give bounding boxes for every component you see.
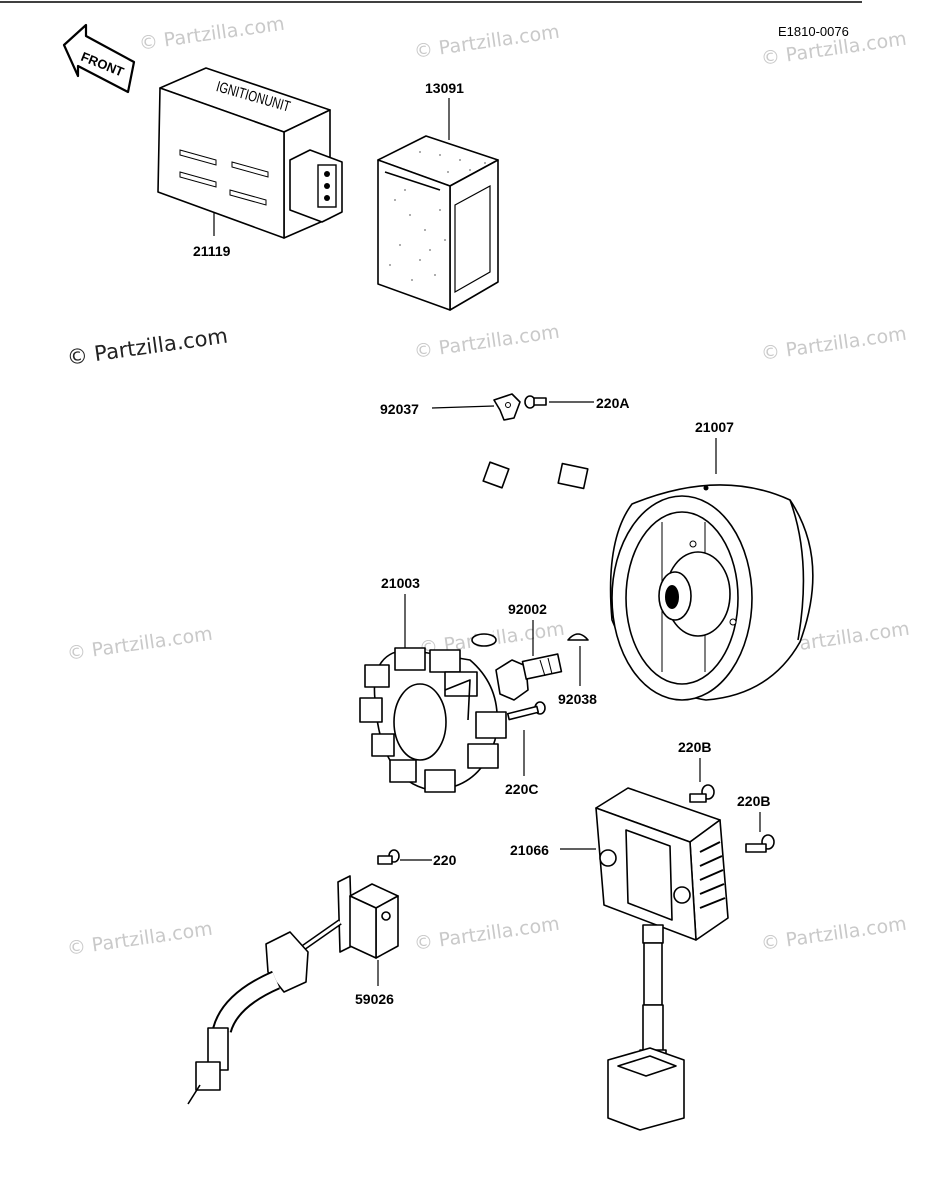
part-label-21003: 21003 bbox=[381, 575, 420, 591]
woodruff-key-icon bbox=[567, 633, 589, 641]
regulator bbox=[595, 787, 729, 1131]
part-label-92037: 92037 bbox=[380, 401, 419, 417]
ignition-unit: IGNITIONUNIT bbox=[157, 67, 343, 239]
part-label-21066: 21066 bbox=[510, 842, 549, 858]
part-label-21007: 21007 bbox=[695, 419, 734, 435]
front-arrow-icon: FRONT bbox=[62, 23, 136, 94]
part-label-21119: 21119 bbox=[193, 243, 231, 259]
part-label-220B-lower: 220B bbox=[737, 793, 770, 809]
watermark: © Partzilla.com bbox=[413, 21, 561, 63]
part-label-220: 220 bbox=[433, 852, 457, 868]
part-label-220C: 220C bbox=[505, 781, 538, 797]
part-label-220A: 220A bbox=[596, 395, 629, 411]
screw-icon bbox=[689, 784, 715, 803]
pickup-coil bbox=[187, 875, 399, 1105]
screw-icon bbox=[377, 849, 400, 865]
watermark: © Partzilla.com bbox=[413, 913, 561, 955]
watermark: © Partzilla.com bbox=[760, 913, 908, 955]
watermark: © Partzilla.com bbox=[138, 13, 286, 55]
part-label-220B-upper: 220B bbox=[678, 739, 711, 755]
watermark: © Partzilla.com bbox=[760, 323, 908, 365]
stator bbox=[359, 461, 589, 793]
flywheel-rotor bbox=[609, 484, 814, 701]
part-label-13091: 13091 bbox=[425, 80, 464, 96]
bolt-icon bbox=[495, 653, 563, 701]
watermark: © Partzilla.com bbox=[66, 623, 214, 665]
cover bbox=[377, 135, 499, 311]
screw-icon bbox=[524, 395, 547, 409]
screw-icon bbox=[506, 701, 546, 721]
watermark: © Partzilla.com bbox=[65, 324, 229, 370]
watermark: © Partzilla.com bbox=[413, 321, 561, 363]
part-label-92002: 92002 bbox=[508, 601, 547, 617]
watermark: © Partzilla.com bbox=[66, 918, 214, 960]
reference-code: E1810-0076 bbox=[778, 24, 849, 39]
part-label-59026: 59026 bbox=[355, 991, 394, 1007]
part-label-92038: 92038 bbox=[558, 691, 597, 707]
screw-icon bbox=[745, 834, 775, 853]
